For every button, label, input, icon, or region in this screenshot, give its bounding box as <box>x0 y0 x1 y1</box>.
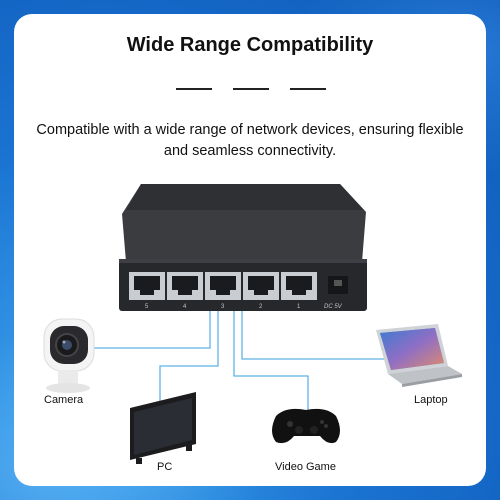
power-label: DC 5V <box>324 304 343 310</box>
info-card: Wide Range Compatibility Compatible with… <box>14 14 486 486</box>
ethernet-port-icon <box>129 272 165 300</box>
port-label: 3 <box>221 304 225 310</box>
cable-pc <box>159 310 219 419</box>
ethernet-port-icon <box>281 272 317 300</box>
device-label-camera: Camera <box>44 394 84 406</box>
laptop-icon <box>376 324 462 387</box>
cable-video-game <box>233 310 309 424</box>
cable-laptop <box>241 310 389 360</box>
port-label: 1 <box>297 304 301 310</box>
ethernet-port-icon <box>243 272 279 300</box>
port-label: 4 <box>183 304 187 310</box>
network-cables <box>92 310 389 424</box>
ethernet-port-icon <box>167 272 203 300</box>
device-label-video-game: Video Game <box>275 461 336 473</box>
page-title: Wide Range Compatibility <box>126 34 374 56</box>
connectivity-diagram: 5 4 3 2 1 DC 5V <box>43 184 462 464</box>
game-controller-icon <box>272 408 340 444</box>
port-label: 5 <box>145 304 149 310</box>
title-divider <box>176 88 326 90</box>
network-switch: 5 4 3 2 1 DC 5V <box>119 184 367 311</box>
cable-camera <box>92 310 211 349</box>
description-text: Compatible with a wide range of network … <box>36 122 464 159</box>
device-label-pc: PC <box>157 461 173 473</box>
pc-monitor-icon <box>130 392 196 464</box>
ethernet-port-icon <box>205 272 241 300</box>
ethernet-ports <box>129 272 317 300</box>
camera-icon <box>43 318 95 393</box>
device-label-laptop: Laptop <box>414 394 448 406</box>
port-label: 2 <box>259 304 263 310</box>
